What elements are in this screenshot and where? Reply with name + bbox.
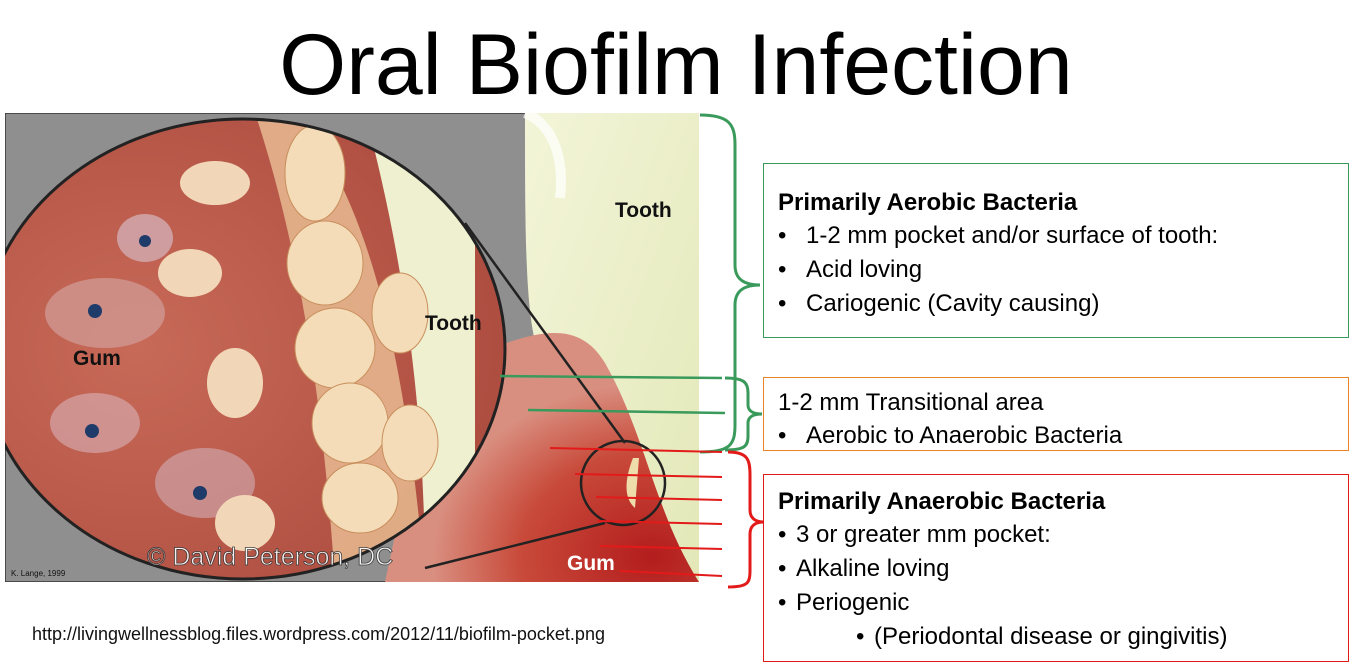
label-tooth-inner: Tooth [425, 312, 482, 335]
magnifier-circle [5, 117, 507, 581]
slide-title: Oral Biofilm Infection [279, 17, 1073, 113]
watermark: © David Peterson, DC [147, 543, 393, 571]
bullet: • [856, 623, 865, 650]
sub-list-item: •(Periodontal disease or gingivitis) [778, 620, 1334, 654]
aerobic-box: Primarily Aerobic Bacteria •1-2 mm pocke… [763, 163, 1349, 338]
bullet: • [778, 555, 787, 582]
biofilm-illustration: Tooth Tooth Gum Gum © David Peterson, DC… [5, 113, 699, 582]
bullet: • [778, 256, 787, 283]
bullet: • [778, 521, 787, 548]
label-gum-left: Gum [73, 347, 121, 370]
orange-bracket [724, 376, 763, 452]
list-item: •Periogenic [778, 586, 1334, 620]
transitional-heading: 1-2 mm Transitional area [778, 389, 1044, 416]
red-bracket [727, 450, 765, 589]
artist-credit: K. Lange, 1999 [11, 569, 66, 578]
aerobic-heading: Primarily Aerobic Bacteria [778, 189, 1078, 216]
anaerobic-box: Primarily Anaerobic Bacteria •3 or great… [763, 474, 1349, 662]
green-bracket [699, 113, 761, 454]
list-item: •1-2 mm pocket and/or surface of tooth: [778, 219, 1334, 253]
list-item: •Acid loving [778, 253, 1334, 287]
label-tooth-upper: Tooth [615, 199, 672, 222]
bullet: • [778, 422, 787, 449]
list-item: •Cariogenic (Cavity causing) [778, 287, 1334, 321]
tooth-shape [525, 113, 699, 582]
bullet: • [778, 290, 787, 317]
label-gum-lower: Gum [567, 552, 615, 575]
source-url: http://livingwellnessblog.files.wordpres… [32, 624, 605, 644]
anaerobic-heading: Primarily Anaerobic Bacteria [778, 488, 1106, 515]
bullet: • [778, 589, 787, 616]
list-item: •Aerobic to Anaerobic Bacteria [778, 419, 1334, 452]
list-item: •3 or greater mm pocket: [778, 518, 1334, 552]
transitional-box: 1-2 mm Transitional area •Aerobic to Ana… [763, 377, 1349, 451]
list-item: •Alkaline loving [778, 552, 1334, 586]
bullet: • [778, 222, 787, 249]
